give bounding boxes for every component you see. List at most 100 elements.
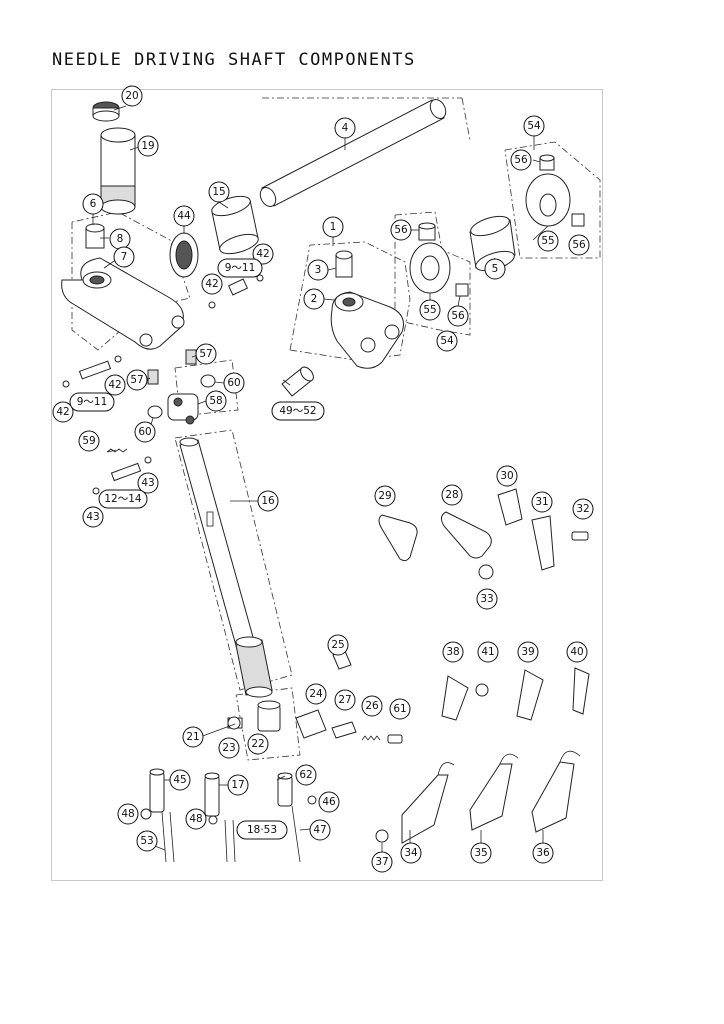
callout-15: 15 bbox=[208, 181, 230, 203]
svg-text:42: 42 bbox=[108, 379, 121, 391]
callout-46: 46 bbox=[318, 791, 340, 813]
guard-34 bbox=[401, 762, 455, 844]
svg-text:2: 2 bbox=[311, 293, 318, 305]
callout-20: 20 bbox=[121, 85, 143, 107]
plate-40 bbox=[572, 667, 590, 715]
callout-43-right: 43 bbox=[137, 472, 159, 494]
svg-text:62: 62 bbox=[299, 769, 312, 781]
callout-53: 53 bbox=[136, 830, 158, 852]
screw-33 bbox=[478, 564, 494, 580]
callout-59: 59 bbox=[78, 430, 100, 452]
svg-text:33: 33 bbox=[480, 593, 493, 605]
link-58 bbox=[147, 374, 216, 425]
callout-43-left: 43 bbox=[82, 506, 104, 528]
part-31 bbox=[531, 515, 555, 571]
callout-42-upper-right: 42 bbox=[252, 243, 274, 265]
callout-34: 34 bbox=[400, 842, 422, 864]
callout-62: 62 bbox=[295, 764, 317, 786]
needle-bar-16 bbox=[179, 437, 273, 698]
callout-60-right: 60 bbox=[223, 372, 245, 394]
svg-text:48: 48 bbox=[121, 808, 134, 820]
callout-56-right: 56 bbox=[568, 234, 590, 256]
callout-56-top: 56 bbox=[510, 149, 532, 171]
svg-text:32: 32 bbox=[576, 503, 589, 515]
svg-text:60: 60 bbox=[227, 377, 240, 389]
svg-text:55: 55 bbox=[541, 235, 554, 247]
clamp-45 bbox=[140, 768, 175, 863]
svg-text:35: 35 bbox=[474, 847, 487, 859]
svg-text:9～11: 9～11 bbox=[77, 396, 108, 408]
part-29 bbox=[378, 514, 418, 562]
guard-35 bbox=[469, 753, 519, 831]
callout-61: 61 bbox=[389, 698, 411, 720]
sleeve-19 bbox=[100, 127, 136, 215]
callout-16: 16 bbox=[257, 490, 279, 512]
callout-57-right: 57 bbox=[195, 343, 217, 365]
svg-text:4: 4 bbox=[342, 122, 349, 134]
callout-9-11-lower: 9～11 bbox=[69, 392, 115, 412]
callout-41: 41 bbox=[477, 641, 499, 663]
svg-text:36: 36 bbox=[536, 847, 550, 859]
callout-8: 8 bbox=[109, 228, 131, 250]
screw-37 bbox=[375, 829, 389, 843]
svg-text:31: 31 bbox=[535, 496, 548, 508]
svg-text:56: 56 bbox=[394, 224, 408, 236]
svg-text:43: 43 bbox=[86, 511, 99, 523]
svg-text:12～14: 12～14 bbox=[104, 493, 142, 505]
callout-56-mid: 56 bbox=[390, 219, 412, 241]
pin-49-52 bbox=[281, 366, 314, 397]
leader-lines bbox=[92, 105, 549, 855]
needle-driving-shaft-4 bbox=[259, 99, 447, 207]
svg-text:54: 54 bbox=[440, 335, 454, 347]
arm-2 bbox=[330, 250, 404, 369]
callout-28: 28 bbox=[441, 484, 463, 506]
page-title: NEEDLE DRIVING SHAFT COMPONENTS bbox=[52, 50, 416, 70]
svg-text:15: 15 bbox=[212, 186, 225, 198]
callout-18-53: 18·53 bbox=[236, 820, 288, 840]
callout-31: 31 bbox=[531, 491, 553, 513]
svg-text:17: 17 bbox=[231, 779, 244, 791]
collar-55-right bbox=[525, 154, 585, 227]
callout-44: 44 bbox=[173, 205, 195, 227]
svg-text:22: 22 bbox=[251, 738, 264, 750]
callout-29: 29 bbox=[374, 485, 396, 507]
svg-text:61: 61 bbox=[393, 703, 406, 715]
callout-42-left-low: 42 bbox=[52, 401, 74, 423]
spring-59 bbox=[92, 448, 152, 495]
screw-41 bbox=[475, 683, 489, 697]
lever-27 bbox=[331, 721, 357, 739]
plate-24 bbox=[295, 709, 327, 739]
callout-6: 6 bbox=[82, 193, 104, 215]
callout-3: 3 bbox=[307, 259, 329, 281]
svg-text:49～52: 49～52 bbox=[279, 405, 316, 417]
callout-47: 47 bbox=[309, 819, 331, 841]
guard-36 bbox=[531, 750, 581, 833]
clamp-17 bbox=[204, 772, 236, 863]
callout-39: 39 bbox=[517, 641, 539, 663]
svg-text:38: 38 bbox=[446, 646, 459, 658]
callout-54-mid: 54 bbox=[436, 330, 458, 352]
callout-24: 24 bbox=[305, 683, 327, 705]
svg-text:1: 1 bbox=[330, 221, 337, 233]
svg-text:58: 58 bbox=[209, 395, 222, 407]
pin-9-11-upper bbox=[208, 274, 264, 309]
spring-26 bbox=[361, 735, 381, 741]
callout-55-mid: 55 bbox=[419, 299, 441, 321]
callout-37: 37 bbox=[371, 851, 393, 873]
svg-text:45: 45 bbox=[173, 774, 186, 786]
svg-text:18·53: 18·53 bbox=[247, 824, 277, 836]
screw-61 bbox=[387, 734, 403, 744]
svg-text:26: 26 bbox=[365, 700, 379, 712]
svg-text:24: 24 bbox=[309, 688, 323, 700]
callout-30: 30 bbox=[496, 465, 518, 487]
callout-25: 25 bbox=[327, 634, 349, 656]
svg-text:53: 53 bbox=[140, 835, 153, 847]
callout-40: 40 bbox=[566, 641, 588, 663]
svg-text:21: 21 bbox=[186, 731, 199, 743]
svg-text:23: 23 bbox=[222, 742, 235, 754]
callout-49-52: 49～52 bbox=[271, 401, 325, 421]
callout-4: 4 bbox=[334, 117, 356, 139]
callout-36: 36 bbox=[532, 842, 554, 864]
svg-text:56: 56 bbox=[451, 310, 465, 322]
